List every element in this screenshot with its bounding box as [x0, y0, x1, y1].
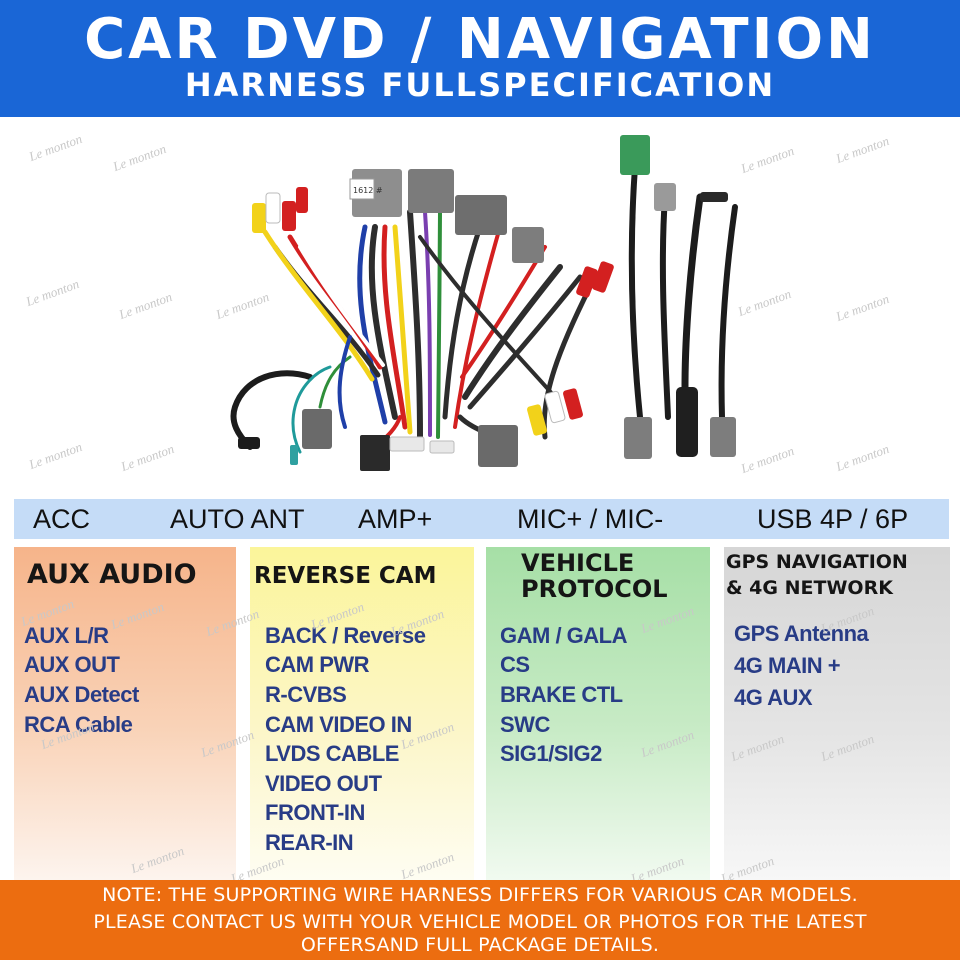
bottom-connector — [478, 425, 518, 467]
black-connector — [360, 435, 390, 471]
vehicle-item: CS — [500, 652, 530, 677]
vehicle-protocol-panel: VEHICLE PROTOCOL GAM / GALA CS BRAKE CTL… — [486, 547, 710, 880]
can-connector — [455, 195, 507, 235]
reverse-item: CAM VIDEO IN — [265, 712, 412, 737]
main-connector-right — [408, 169, 454, 213]
reverse-item: FRONT-IN — [265, 800, 365, 825]
gps-network-panel: GPS NAVIGATION & 4G NETWORK GPS Antenna … — [724, 547, 950, 880]
reverse-item: BACK / Reverse — [265, 623, 426, 648]
side-connector — [302, 409, 332, 449]
feature-bar: ACC AUTO ANT AMP+ MIC+ / MIC- USB 4P / 6… — [14, 499, 949, 539]
connector-tag-label: 1612 # — [353, 186, 383, 195]
harness-product-photo: 1612 # — [0, 117, 960, 500]
aux-audio-title: AUX AUDIO — [27, 559, 197, 590]
wire-harness-illustration: 1612 # — [230, 135, 738, 471]
gps-title-line1: GPS NAVIGATION — [726, 551, 908, 573]
feature-usb: USB 4P / 6P — [757, 504, 909, 534]
reverse-item: CAM PWR — [265, 652, 370, 677]
gps-item: 4G MAIN + — [734, 653, 841, 678]
grey-plug-lower-left — [624, 417, 652, 459]
vehicle-item: BRAKE CTL — [500, 682, 623, 707]
aux-audio-panel: AUX AUDIO AUX L/R AUX OUT AUX Detect RCA… — [14, 547, 236, 880]
vehicle-item: SIG1/SIG2 — [500, 741, 602, 766]
vehicle-protocol-title-line1: VEHICLE — [521, 549, 635, 577]
vehicle-item: SWC — [500, 712, 550, 737]
feature-auto-ant: AUTO ANT — [170, 504, 305, 534]
footer-line-2: PLEASE CONTACT US WITH YOUR VEHICLE MODE… — [93, 911, 867, 933]
aux-item: RCA Cable — [24, 712, 133, 737]
footer-line-3: OFFERSAND FULL PACKAGE DETAILS. — [300, 934, 660, 956]
footer-note: NOTE: THE SUPPORTING WIRE HARNESS DIFFER… — [0, 880, 960, 960]
reverse-item: VIDEO OUT — [265, 771, 382, 796]
footer-line-1: NOTE: THE SUPPORTING WIRE HARNESS DIFFER… — [102, 884, 858, 906]
feature-amp: AMP+ — [358, 504, 433, 534]
reverse-item: R-CVBS — [265, 682, 347, 707]
page-subtitle: HARNESS FULLSPECIFICATION — [184, 66, 776, 104]
aux-item: AUX OUT — [24, 652, 120, 677]
gps-item: 4G AUX — [734, 685, 813, 710]
aux-item: AUX L/R — [24, 623, 109, 648]
aux-item: AUX Detect — [24, 682, 139, 707]
feature-mic: MIC+ / MIC- — [517, 504, 664, 534]
usb-adapter — [676, 387, 698, 457]
header-banner: CAR DVD / NAVIGATION HARNESS FULLSPECIFI… — [0, 0, 960, 117]
reverse-item: REAR-IN — [265, 830, 354, 855]
green-gps-connector — [620, 135, 650, 175]
vehicle-item: GAM / GALA — [500, 623, 628, 648]
vehicle-protocol-title-line2: PROTOCOL — [521, 575, 668, 603]
page-title: CAR DVD / NAVIGATION — [84, 7, 876, 72]
reverse-cam-panel: REVERSE CAM BACK / Reverse CAM PWR R-CVB… — [250, 547, 474, 880]
feature-acc: ACC — [33, 504, 91, 534]
gps-item: GPS Antenna — [734, 621, 869, 646]
reverse-cam-title: REVERSE CAM — [254, 563, 437, 589]
aux-connector — [512, 227, 544, 263]
grey-plug-lower-right — [710, 417, 736, 457]
reverse-item: LVDS CABLE — [265, 741, 399, 766]
grey-plug-upper — [654, 183, 676, 211]
gps-title-line2: & 4G NETWORK — [726, 577, 893, 599]
